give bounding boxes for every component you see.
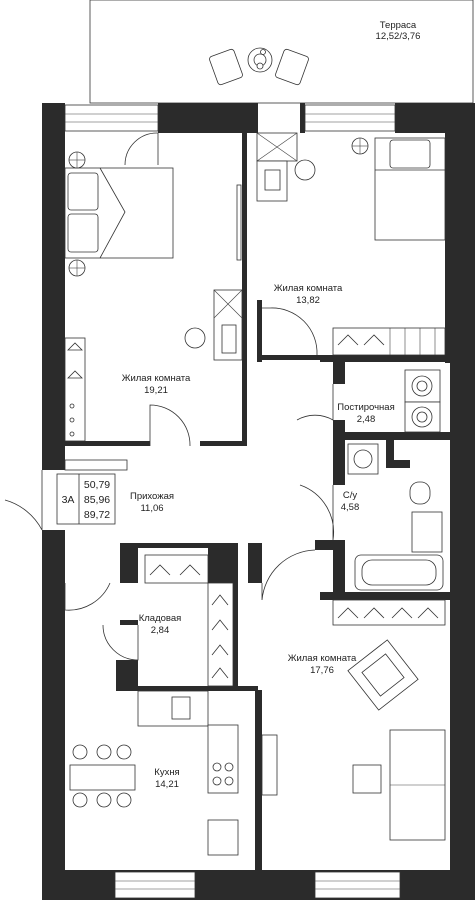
kitchen-area: 14,21 [155,779,179,790]
apartment-info-box: 3А 50,79 85,96 89,72 [56,473,116,525]
apartment-type: 3А [62,494,75,506]
windows [64,104,401,899]
bathroom-name: С/у [343,490,358,501]
room-labels: Терраса 12,52/3,76 Жилая комната 19,21 Ж… [122,20,421,790]
bedroom1-area: 19,21 [144,385,168,396]
hallway-area: 11,06 [140,503,163,514]
bedroom1-name: Жилая комната [122,373,191,384]
bathroom-area: 4,58 [341,502,360,513]
hallway-furniture [64,459,446,687]
storage-name: Кладовая [139,613,182,624]
living-area: 17,76 [310,665,334,676]
bedroom1-furniture [64,151,243,442]
bedroom2-furniture [256,132,446,356]
living-furniture [261,639,446,841]
doors[interactable] [4,132,334,661]
storage-area: 2,84 [151,625,170,636]
laundry-furniture [404,369,441,433]
terrace-furniture [209,47,309,86]
hangers-bedroom1 [67,342,83,437]
area-total: 85,96 [84,494,110,506]
kitchen-name: Кухня [154,767,179,778]
laundry-name: Постирочная [337,402,395,413]
kitchen-furniture [69,690,239,856]
area-total-terrace: 89,72 [84,509,110,521]
hallway-name: Прихожая [130,491,174,502]
living-name: Жилая комната [288,653,357,664]
bedroom2-name: Жилая комната [274,283,343,294]
walls [42,103,475,900]
terrace-name: Терраса [380,20,417,31]
laundry-area: 2,48 [357,414,376,425]
area-living: 50,79 [84,479,110,491]
bathroom-furniture [347,443,444,591]
terrace [89,0,474,104]
bedroom2-area: 13,82 [296,295,320,306]
terrace-area: 12,52/3,76 [376,31,421,42]
